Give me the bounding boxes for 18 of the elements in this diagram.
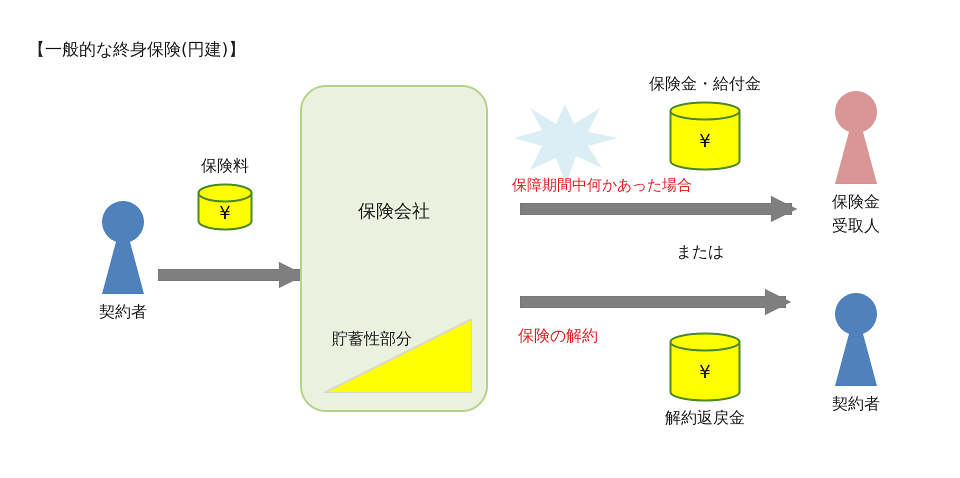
yen-sign: ¥ (218, 204, 232, 223)
yen-sign: ¥ (698, 364, 712, 382)
coin-label: 保険金・給付金 (649, 74, 761, 95)
edge-label: 保険の解約 (518, 326, 598, 347)
note-text: または (676, 242, 724, 263)
person-name: 契約者 (831, 393, 881, 415)
section-label: 貯蓄性部分 (332, 329, 412, 350)
diagram-title: 【一般的な終身保険(円建)】 (28, 39, 246, 61)
edge-label: 保障期間中何かあった場合 (512, 176, 692, 195)
coin-label: 保険料 (201, 156, 249, 177)
person-name: 契約者 (98, 301, 148, 323)
company-box (300, 85, 488, 412)
arrow (520, 288, 792, 316)
coin-label: 解約返戻金 (665, 408, 745, 429)
yen-sign: ¥ (698, 132, 712, 150)
arrow (520, 196, 798, 222)
person-name: 保険金受取人 (831, 191, 881, 237)
box-title: 保険会社 (357, 200, 431, 223)
